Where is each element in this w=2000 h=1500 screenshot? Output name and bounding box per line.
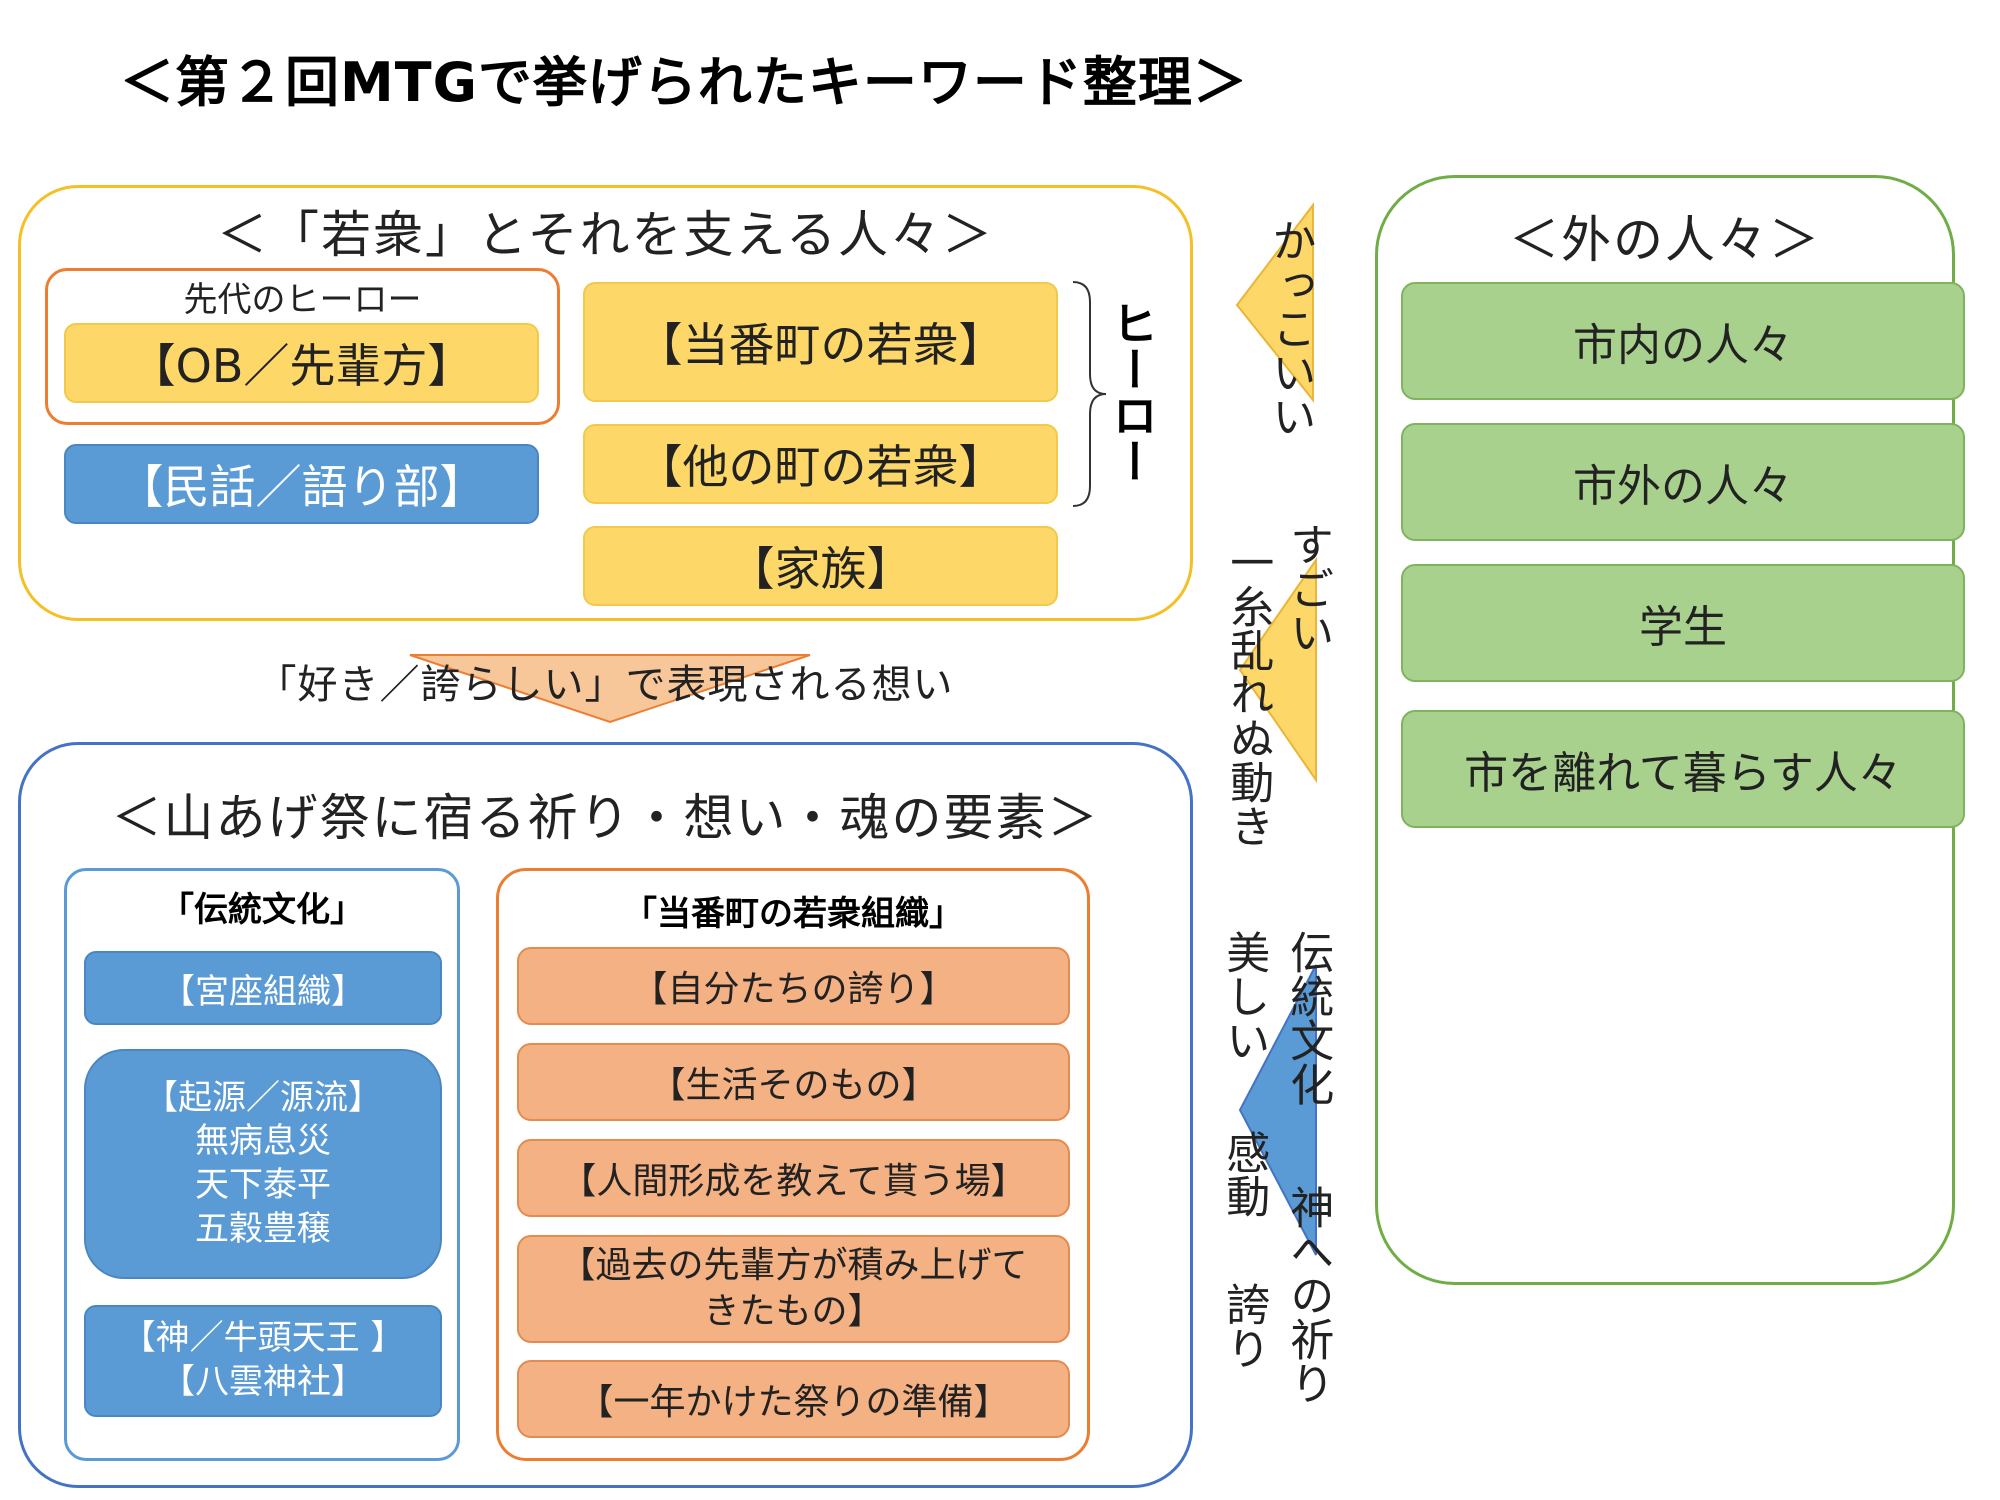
other-town-youth-box: 【他の町の若衆】 (583, 424, 1058, 504)
character-building-box: 【人間形成を教えて貰う場】 (517, 1139, 1070, 1217)
cool-arrow (1235, 202, 1314, 403)
miyaza-org-box: 【宮座組織】 (84, 951, 442, 1025)
predecessor-group (45, 268, 560, 425)
outsider-non-citizens-box: 市外の人々 (1401, 423, 1965, 541)
seniors-legacy-box: 【過去の先輩方が積み上げて きたもの】 (517, 1235, 1070, 1343)
folklore-storyteller-box: 【民話／語り部】 (64, 444, 539, 524)
tradition-arrow (1238, 964, 1317, 1256)
ob-seniors-box: 【OB／先輩方】 (64, 323, 539, 403)
hero-label: ヒーロー (1105, 300, 1160, 484)
own-pride-box: 【自分たちの誇り】 (517, 947, 1070, 1025)
hero-bracket (1072, 281, 1107, 507)
outsiders-panel-title: ＜外の人々＞ (1509, 211, 1821, 269)
tradition-header: 「伝統文化」 (160, 890, 364, 930)
origin-box: 【起源／源流】 無病息災 天下泰平 五穀豊穣 (84, 1049, 442, 1279)
feeling-label: 「好き／誇らしい」で表現される想い (256, 662, 954, 708)
prayer-to-god-label: 神への祈り (1282, 1185, 1334, 1405)
youth-org-panel (496, 868, 1090, 1461)
cool-label: かっこいい (1264, 218, 1316, 438)
outsider-former-residents-box: 市を離れて暮らす人々 (1401, 710, 1965, 828)
amazing-arrow (1238, 556, 1317, 784)
outsider-students-box: 学生 (1401, 564, 1965, 682)
outsider-citizens-box: 市内の人々 (1401, 282, 1965, 400)
elements-panel-title: ＜山あげ祭に宿る祈り・想い・魂の要素＞ (111, 789, 1100, 847)
in-unison-label: 一糸乱れぬ動き (1222, 540, 1274, 848)
way-of-life-box: 【生活そのもの】 (517, 1043, 1070, 1121)
tradition-panel (64, 868, 460, 1461)
predecessor-caption: 先代のヒーロー (183, 280, 422, 320)
moved-label: 感動 (1218, 1130, 1270, 1218)
amazing-label: すごい (1282, 522, 1334, 654)
festival-prep-box: 【一年かけた祭りの準備】 (517, 1360, 1070, 1438)
youth-org-header: 「当番町の若衆組織」 (623, 894, 963, 934)
family-box: 【家族】 (583, 526, 1058, 606)
beautiful-label: 美しい (1218, 930, 1270, 1062)
host-town-youth-box: 【当番町の若衆】 (583, 282, 1058, 402)
pride-label: 誇り (1218, 1282, 1270, 1370)
page-title: ＜第２回MTGで挙げられたキーワード整理＞ (120, 51, 1248, 114)
supporters-panel-title: ＜「若衆」とそれを支える人々＞ (217, 206, 994, 264)
deity-shrine-box: 【神／牛頭天王 】 【八雲神社】 (84, 1305, 442, 1417)
feeling-arrow (409, 654, 811, 724)
traditional-culture-label: 伝統文化 (1282, 930, 1334, 1106)
